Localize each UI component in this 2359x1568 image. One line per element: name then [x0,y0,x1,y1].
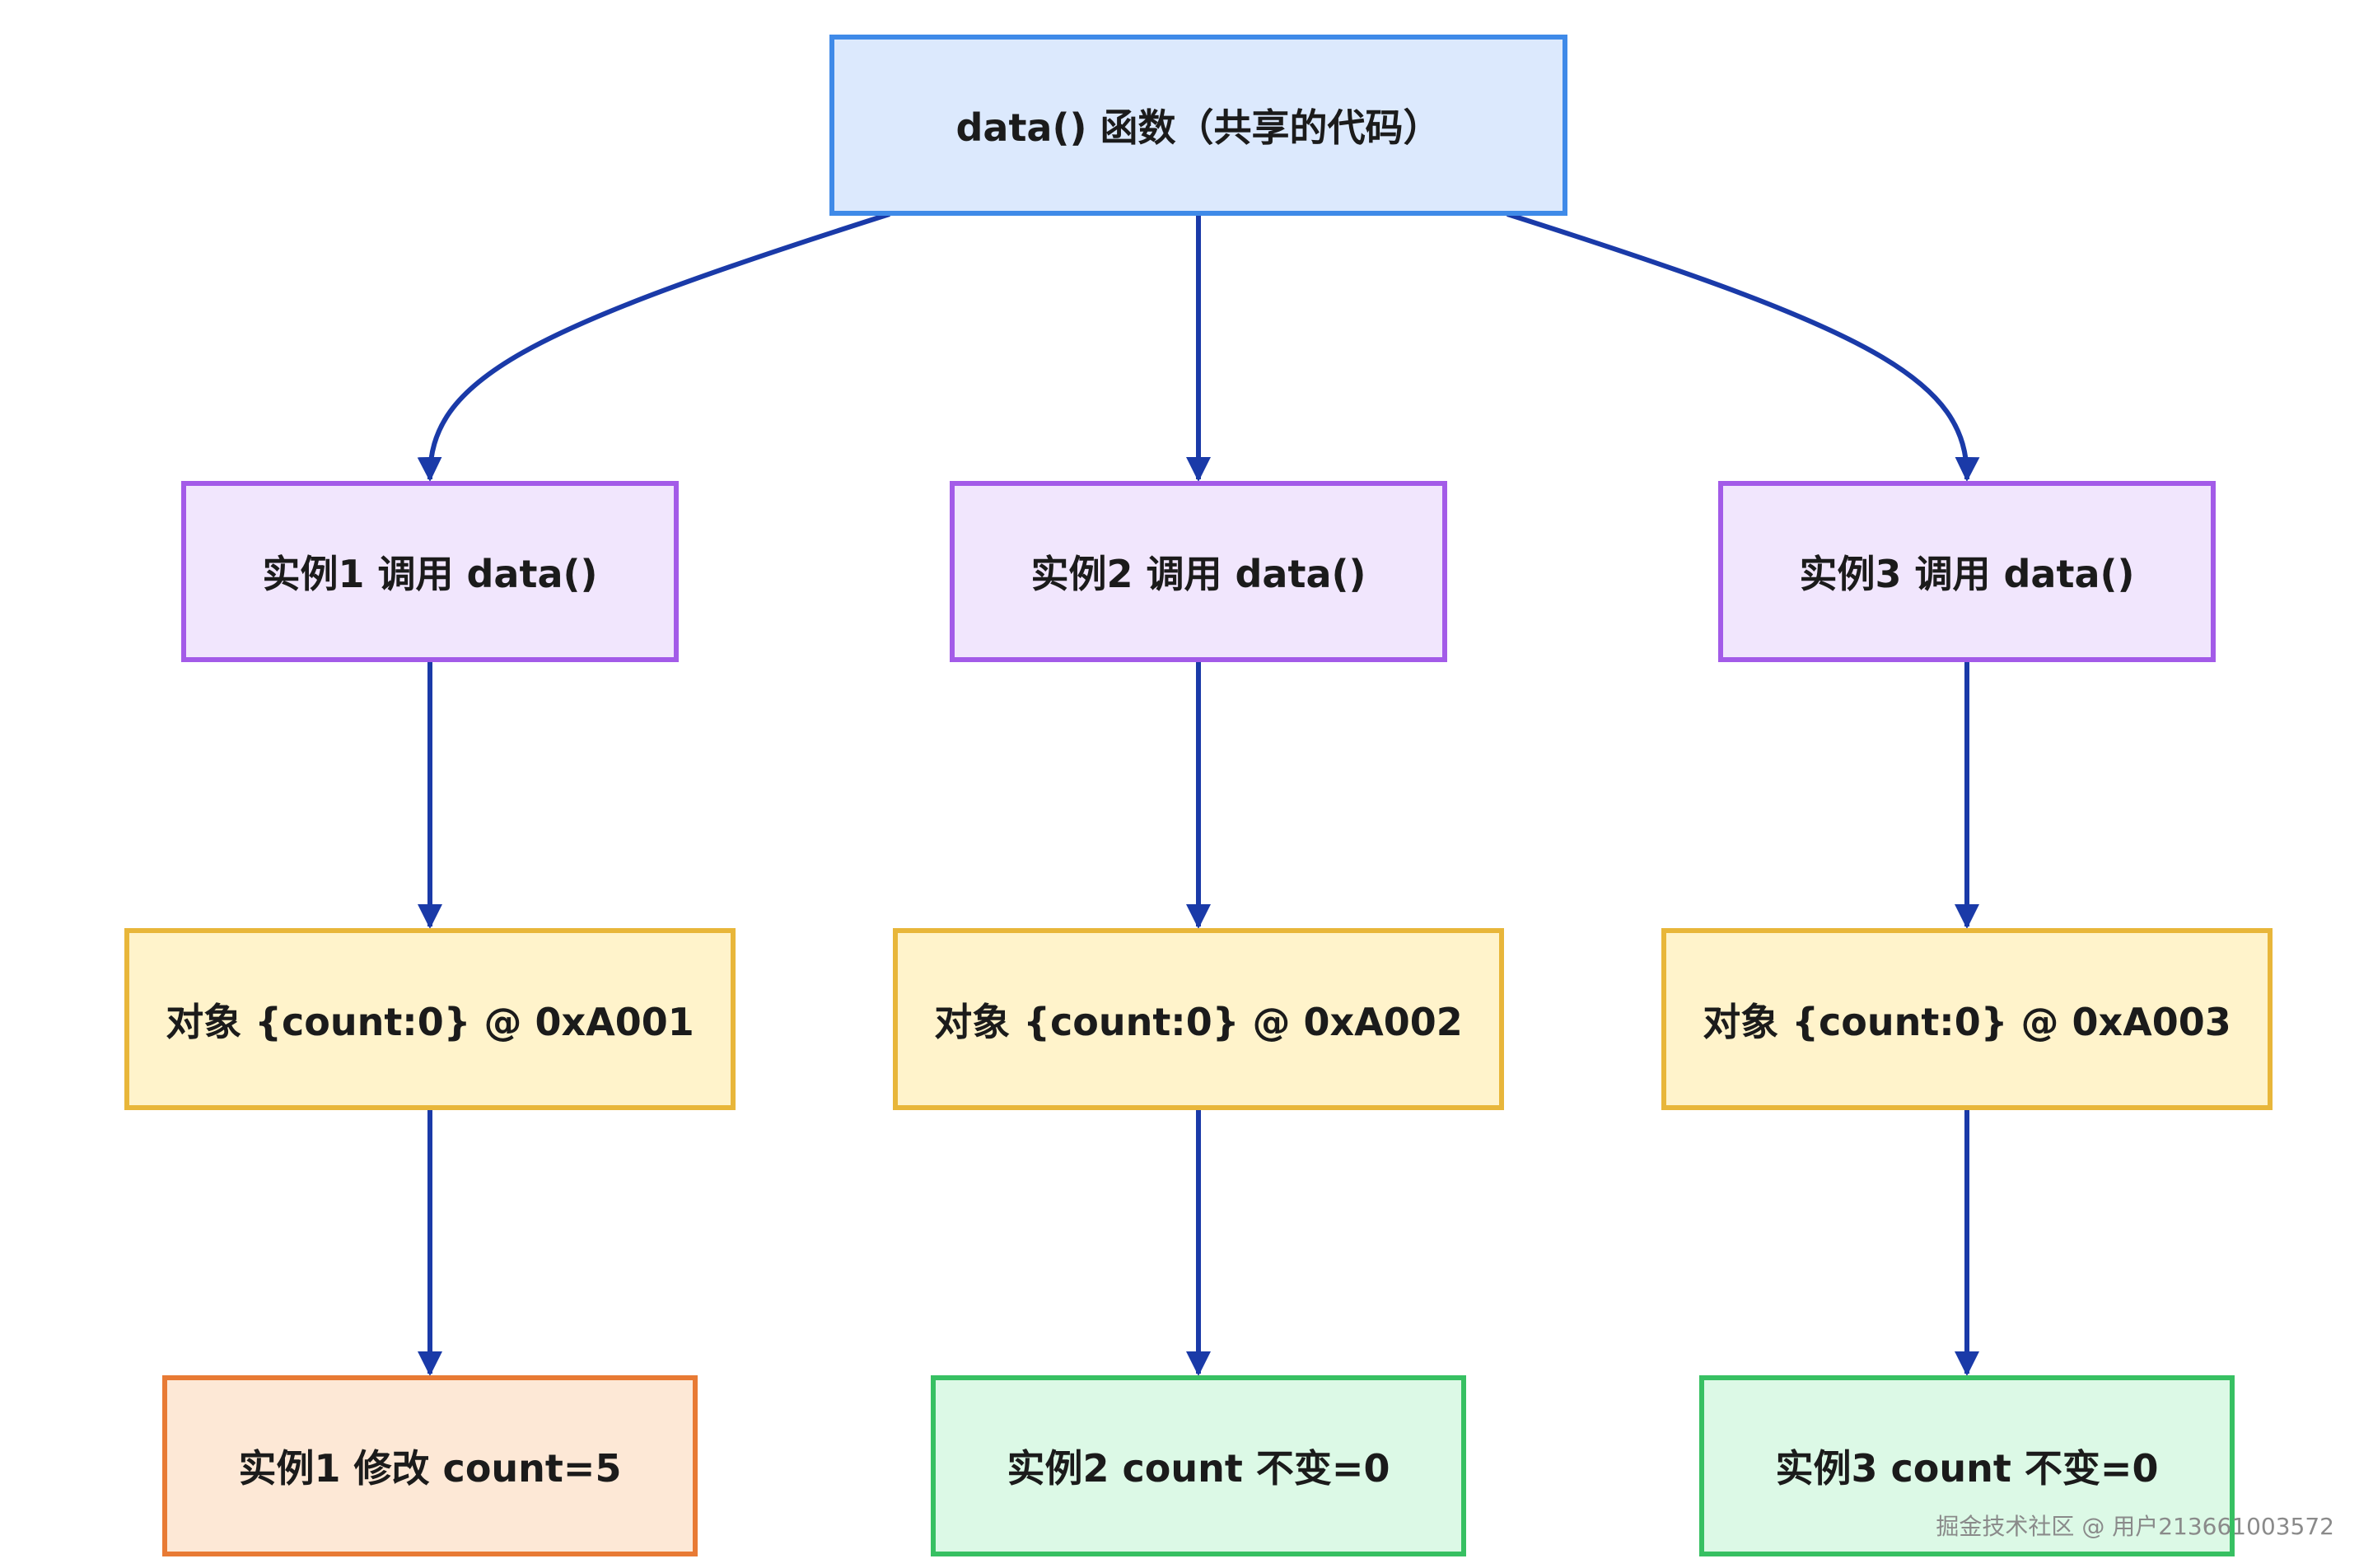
node-object-3: 对象 {count:0} @ 0xA003 [1661,928,2273,1110]
node-data-function: data() 函数（共享的代码） [829,35,1567,216]
node-data-function-label: data() 函数（共享的代码） [955,105,1441,150]
edge-root-to-call-1 [417,212,890,482]
node-object-2: 对象 {count:0} @ 0xA002 [893,928,1504,1110]
node-result-3: 实例3 count 不变=0 [1699,1375,2235,1556]
node-instance-1-call: 实例1 调用 data() [181,481,679,662]
node-result-2: 实例2 count 不变=0 [931,1375,1466,1556]
node-object-2-label: 对象 {count:0} @ 0xA002 [934,999,1463,1044]
node-result-1: 实例1 修改 count=5 [162,1375,698,1556]
node-object-1: 对象 {count:0} @ 0xA001 [124,928,736,1110]
node-result-3-label: 实例3 count 不变=0 [1775,1446,2159,1491]
node-instance-2-call: 实例2 调用 data() [950,481,1447,662]
watermark: 掘金技术社区 @ 用户213661003572 [1936,1513,2334,1540]
node-result-1-label: 实例1 修改 count=5 [238,1446,622,1491]
node-instance-2-call-label: 实例2 调用 data() [1030,552,1366,596]
node-result-2-label: 实例2 count 不变=0 [1007,1446,1390,1491]
edge-root-to-call-3 [1506,212,1980,482]
node-object-1-label: 对象 {count:0} @ 0xA001 [166,999,694,1044]
node-instance-1-call-label: 实例1 调用 data() [262,552,598,596]
node-object-3-label: 对象 {count:0} @ 0xA003 [1703,999,2231,1044]
node-instance-3-call: 实例3 调用 data() [1718,481,2216,662]
node-instance-3-call-label: 实例3 调用 data() [1799,552,2135,596]
